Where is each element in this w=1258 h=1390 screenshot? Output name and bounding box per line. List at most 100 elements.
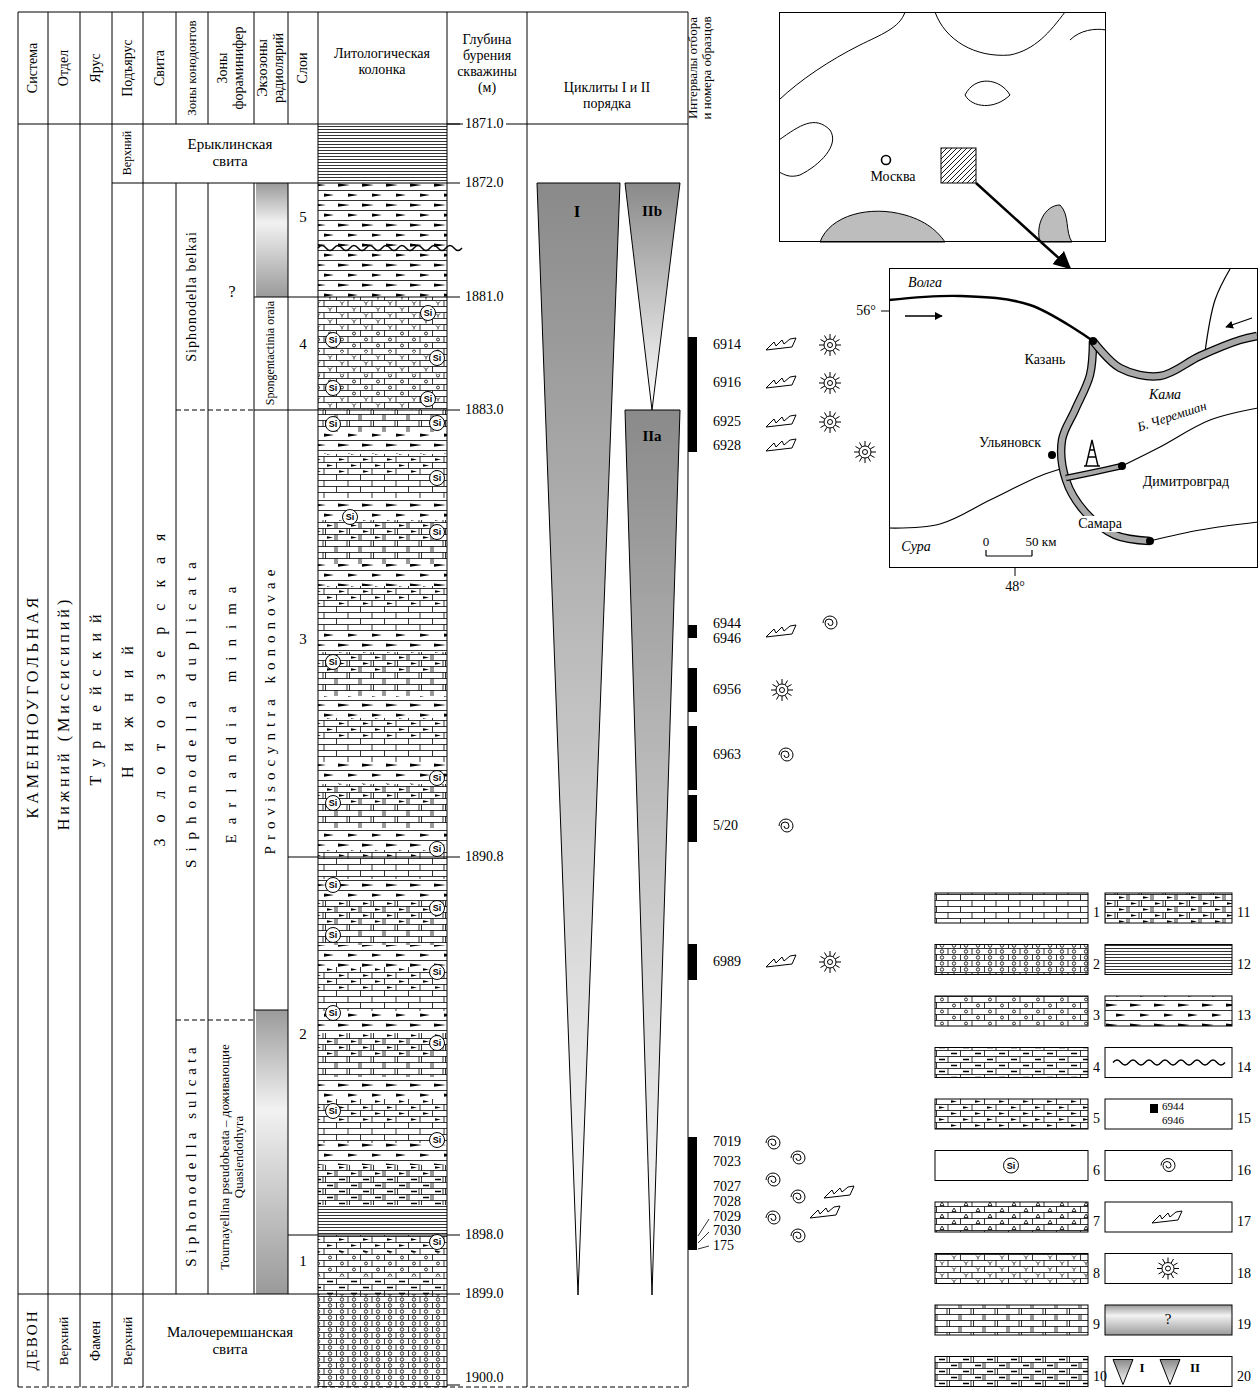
- legend-sample-text: 6944: [1162, 1100, 1184, 1113]
- legend-number: 19: [1237, 1317, 1251, 1333]
- lithology-band: [318, 476, 447, 498]
- sample-number: 5/20: [713, 818, 738, 834]
- legend-sample-text: II: [1190, 1361, 1200, 1376]
- lithology-band: [318, 608, 447, 630]
- column-header: Слои: [295, 53, 311, 84]
- sea: [820, 211, 945, 242]
- legend-sample: [935, 1151, 1088, 1181]
- lithology-band: [318, 762, 447, 784]
- scolecodont-icon: [766, 955, 796, 967]
- column-header: Свита: [152, 50, 168, 86]
- legend-number: 16: [1237, 1162, 1251, 1178]
- map-label: Б. Черемшан: [1134, 398, 1211, 436]
- scale-tick: [1031, 550, 1032, 556]
- bottom-rule: [18, 1387, 688, 1388]
- row-rule: [18, 1294, 447, 1295]
- silica-symbol: Si: [329, 799, 338, 808]
- legend-number: 9: [1093, 1317, 1100, 1333]
- lithology-band: [318, 1165, 447, 1175]
- radiolarian-icon: [824, 956, 836, 968]
- row-rule: [254, 297, 447, 298]
- unit-name: Нижний (Миссисипий): [55, 596, 73, 834]
- legend-sample: [935, 945, 1088, 975]
- column-header: Литологическая колонка: [322, 46, 442, 78]
- silica-symbol: Si: [1007, 1161, 1016, 1170]
- layer-number: 3: [299, 631, 307, 648]
- column-rule: [288, 183, 289, 1294]
- legend-sample: [935, 996, 1088, 1026]
- legend-sample: [935, 1202, 1088, 1232]
- silica-symbol: Si: [433, 528, 442, 537]
- lithology-band: [318, 740, 447, 762]
- cycle-triangle: [625, 410, 680, 1295]
- lithology-band: [318, 1205, 447, 1235]
- silica-circle: [430, 1235, 445, 1250]
- lithology-band: [318, 330, 447, 352]
- river: [1150, 522, 1258, 541]
- silica-symbol: Si: [329, 881, 338, 890]
- sample-interval: [688, 795, 697, 842]
- silica-symbol: Si: [329, 658, 338, 667]
- depth-tick: [447, 410, 460, 411]
- map-frame: ВолгаКазаньКамаУльяновскБ. ЧеремшанДимит…: [889, 268, 1258, 568]
- map-label: Кама: [1147, 387, 1183, 403]
- legend-sample-text: 6946: [1162, 1114, 1184, 1127]
- layer-number: 5: [299, 209, 307, 226]
- scolecodont-icon: [766, 439, 796, 451]
- silica-circle: [1004, 1158, 1019, 1173]
- column-header: Зоны конодонтов: [185, 18, 199, 118]
- foraminifer-icon: [766, 1136, 780, 1149]
- column-rule: [447, 12, 448, 1387]
- unit-name: Earlandia minima: [223, 576, 240, 853]
- silica-circle: [430, 416, 445, 431]
- silica-symbol: Si: [433, 1039, 442, 1048]
- radiolarian-icon: [859, 446, 871, 458]
- cycle-label: IIb: [642, 203, 662, 220]
- foraminifer-icon: [766, 1211, 780, 1224]
- legend-sample: [1105, 1305, 1232, 1335]
- unit-name: Tournayellina pseudobeata – доживающие Q…: [218, 1025, 247, 1290]
- silica-circle: [326, 878, 341, 893]
- silica-symbol: Si: [433, 354, 442, 363]
- sample-interval: [1150, 1104, 1158, 1113]
- foraminifer-icon: [779, 819, 793, 832]
- radiolarian-spine: [819, 372, 841, 394]
- legend-sample: [1105, 1151, 1232, 1181]
- layer-number: 1: [299, 1253, 307, 1270]
- legend-sample: [1105, 1254, 1232, 1284]
- lithology-band: [318, 1077, 447, 1099]
- unit-name: Верхний: [121, 1317, 136, 1365]
- legend-number: 20: [1237, 1368, 1251, 1384]
- foraminifer-icon: [791, 1190, 805, 1203]
- scolecodont-icon: [766, 376, 796, 388]
- silica-symbol: Si: [433, 968, 442, 977]
- map-label: Москва: [868, 169, 917, 185]
- legend-sample: [1105, 945, 1232, 975]
- map-pointer: [1041, 242, 1070, 268]
- sample-number: 7027: [713, 1179, 741, 1195]
- lithology-band: [318, 718, 447, 740]
- erosion-line: [1113, 1060, 1225, 1065]
- coastline: [779, 12, 905, 100]
- depth-mark: 1900.0: [463, 1370, 506, 1386]
- well-symbol: [1084, 440, 1100, 466]
- scale-bar: [986, 555, 1032, 556]
- legend-sample: [935, 1305, 1088, 1335]
- silica-circle: [430, 525, 445, 540]
- flow-arrow: [1226, 318, 1252, 327]
- map-label: 50 км: [1024, 535, 1059, 550]
- silica-symbol: Si: [329, 336, 338, 345]
- silica-circle: [326, 928, 341, 943]
- silica-symbol: Si: [329, 384, 338, 393]
- radiolarian-icon: [828, 343, 833, 348]
- lithology-band: [318, 352, 447, 375]
- legend-number: 11: [1237, 905, 1250, 921]
- coordinate-label: 56°: [856, 303, 876, 319]
- city-dot: [1048, 451, 1056, 459]
- lithology-band: [318, 857, 447, 879]
- radiolarian-icon: [828, 420, 833, 425]
- unit-name: ДЕВОН: [24, 1309, 41, 1372]
- sample-interval: [688, 337, 697, 452]
- column-header: Зоны фораминифер: [215, 18, 247, 118]
- lithology-band: [318, 850, 447, 857]
